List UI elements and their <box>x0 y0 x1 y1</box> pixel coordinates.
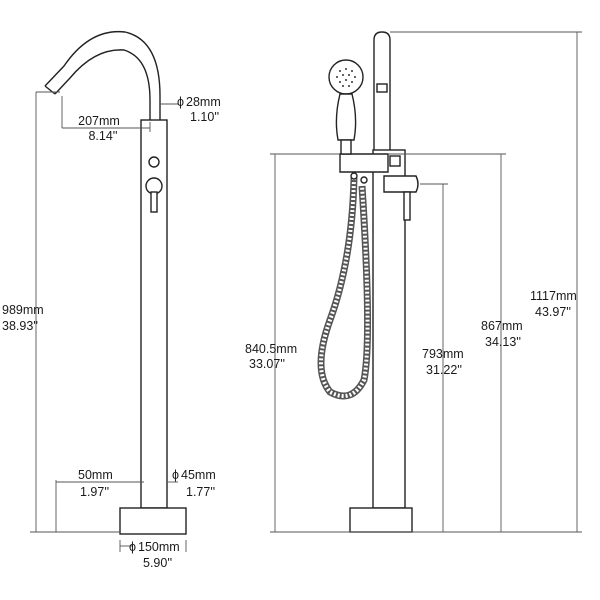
front-view-dimension-lines <box>30 91 187 552</box>
side-handle <box>383 175 419 193</box>
spout-diameter-in: 1.10'' <box>190 110 219 124</box>
handle-height-in: 31.22'' <box>426 363 462 377</box>
base-offset-mm: 50mm <box>78 468 113 482</box>
diverter-knob <box>148 156 160 168</box>
column-diameter-symbol: ϕ <box>172 468 179 482</box>
spout-reach-in: 8.14'' <box>88 129 117 143</box>
base-offset-in: 1.97'' <box>80 485 109 499</box>
valve-bracket <box>339 153 389 173</box>
base-diameter-symbol: ϕ <box>129 540 136 554</box>
spout-nozzle <box>44 85 56 95</box>
valve-height-mm: 867mm <box>481 319 523 333</box>
hose-nut-left <box>350 172 358 180</box>
front-view-faucet <box>44 30 187 535</box>
hose-nut-right <box>360 176 368 184</box>
base-diameter-mm: 150mm <box>138 540 180 554</box>
side-view-dimension-lines <box>270 31 582 533</box>
overall-height-in: 43.97'' <box>535 305 571 319</box>
valve-height-in: 34.13'' <box>485 335 521 349</box>
column-diameter-mm: 45mm <box>181 468 216 482</box>
shower-nozzles <box>336 68 356 87</box>
spout-inner <box>54 49 151 120</box>
side-base <box>349 507 413 533</box>
total-height-in: 38.93'' <box>2 319 38 333</box>
shower-head <box>328 59 364 95</box>
side-lever <box>403 191 411 221</box>
spout-reach-mm: 207mm <box>78 114 120 128</box>
front-base <box>119 507 187 535</box>
shower-hose <box>317 177 372 400</box>
hose-holder-height-mm: 840.5mm <box>245 342 297 356</box>
side-view-faucet <box>317 31 419 533</box>
shower-handle <box>335 93 357 141</box>
mixer-lever <box>150 191 158 213</box>
shower-hose-core <box>319 177 370 398</box>
total-height-mm: 989mm <box>2 303 44 317</box>
shower-connector <box>340 139 352 155</box>
diverter-button <box>389 155 401 167</box>
column-diameter-in: 1.77'' <box>186 485 215 499</box>
base-diameter-in: 5.90'' <box>143 556 172 570</box>
spout-diameter-symbol: ϕ <box>177 95 184 109</box>
handle-height-mm: 793mm <box>422 347 464 361</box>
column-cap-band <box>376 83 388 93</box>
overall-height-mm: 1117mm <box>530 289 577 303</box>
spout-diameter-mm: 28mm <box>186 95 221 109</box>
hose-holder-height-in: 33.07'' <box>249 357 285 371</box>
side-column <box>372 149 406 509</box>
